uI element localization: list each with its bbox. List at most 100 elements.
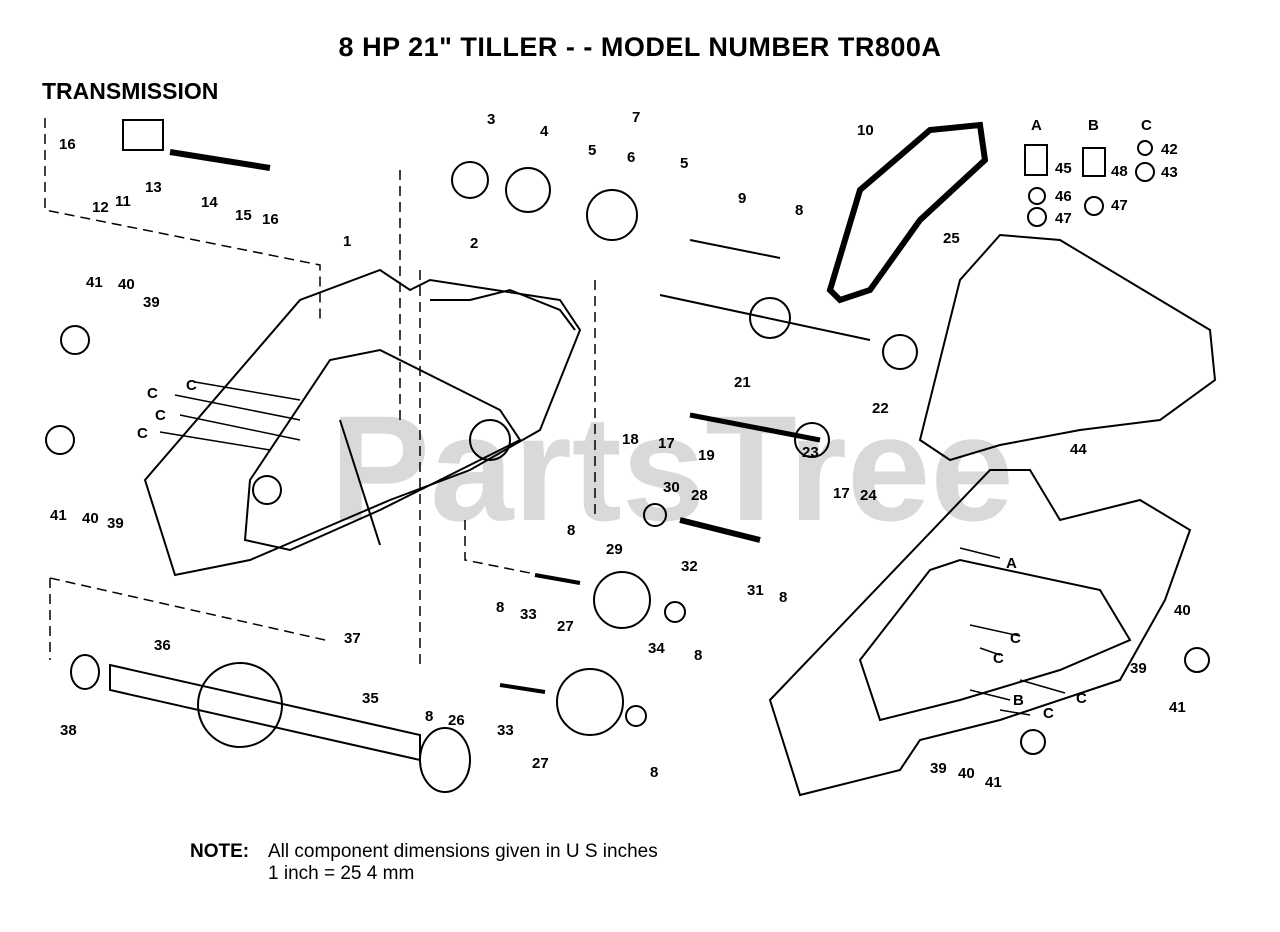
bushing-41-upper-right bbox=[1184, 647, 1210, 673]
callout-36: 36 bbox=[154, 637, 171, 654]
gear-28 bbox=[643, 503, 667, 527]
shaft-21 bbox=[659, 294, 871, 341]
callout-39: 39 bbox=[1130, 660, 1147, 677]
left-housing-half bbox=[143, 268, 582, 577]
callout-40: 40 bbox=[118, 276, 135, 293]
callout-8: 8 bbox=[650, 764, 658, 781]
callout-17: 17 bbox=[833, 485, 850, 502]
callout-C: C bbox=[1010, 630, 1021, 647]
callout-13: 13 bbox=[145, 179, 162, 196]
callout-C: C bbox=[1076, 690, 1087, 707]
callout-44: 44 bbox=[1070, 441, 1087, 458]
callout-12: 12 bbox=[92, 199, 109, 216]
callout-17: 17 bbox=[658, 435, 675, 452]
note-line-1: All component dimensions given in U S in… bbox=[268, 841, 658, 862]
callout-15: 15 bbox=[235, 207, 252, 224]
callout-45: 45 bbox=[1055, 160, 1072, 177]
callout-39: 39 bbox=[107, 515, 124, 532]
shaft-9 bbox=[689, 239, 781, 259]
housing-flange bbox=[430, 288, 576, 331]
lever-37 bbox=[339, 419, 381, 546]
callout-A: A bbox=[1006, 555, 1017, 572]
callout-8: 8 bbox=[496, 599, 504, 616]
section-title: TRANSMISSION bbox=[42, 78, 219, 104]
shaft-33-upper bbox=[534, 573, 581, 585]
housing-bore-left bbox=[252, 475, 282, 505]
callout-33: 33 bbox=[520, 606, 537, 623]
watermark-text: PartsTree bbox=[330, 384, 1014, 552]
callout-11: 11 bbox=[115, 193, 131, 210]
callout-40: 40 bbox=[82, 510, 99, 527]
page-title: 8 HP 21" TILLER - - MODEL NUMBER TR800A bbox=[338, 32, 942, 62]
callout-47: 47 bbox=[1055, 210, 1072, 227]
housing-bore-right bbox=[469, 419, 511, 461]
bushing-35 bbox=[419, 727, 471, 793]
bearing-49 bbox=[625, 705, 647, 727]
shaft-32 bbox=[679, 517, 761, 543]
callout-27: 27 bbox=[557, 618, 574, 635]
callout-40: 40 bbox=[958, 765, 975, 782]
callout-40: 40 bbox=[1174, 602, 1191, 619]
right-housing-half bbox=[768, 469, 1192, 797]
callout-26: 26 bbox=[448, 712, 465, 729]
callout-29: 29 bbox=[606, 541, 623, 558]
callout-24: 24 bbox=[860, 487, 877, 504]
callout-7: 7 bbox=[632, 109, 640, 126]
callout-5: 5 bbox=[680, 155, 688, 172]
callout-43: 43 bbox=[1161, 164, 1178, 181]
sprocket-3 bbox=[451, 161, 489, 199]
callout-2: 2 bbox=[470, 235, 478, 252]
callout-33: 33 bbox=[497, 722, 514, 739]
callout-39: 39 bbox=[930, 760, 947, 777]
bushing-38 bbox=[70, 654, 100, 690]
callout-18: 18 bbox=[622, 431, 639, 448]
callout-C: C bbox=[186, 377, 197, 394]
note-label: NOTE: bbox=[190, 841, 250, 862]
legend-column-B: B bbox=[1088, 117, 1099, 134]
callout-41: 41 bbox=[50, 507, 67, 524]
sprocket-4 bbox=[505, 167, 551, 213]
callout-30: 30 bbox=[663, 479, 680, 496]
callout-25: 25 bbox=[943, 230, 960, 247]
housing-inner-cavity bbox=[243, 348, 522, 552]
callout-41: 41 bbox=[985, 774, 1002, 791]
callout-C: C bbox=[993, 650, 1004, 667]
callout-22: 22 bbox=[872, 400, 889, 417]
callout-34: 34 bbox=[648, 640, 665, 657]
gear-27-lower bbox=[556, 668, 624, 736]
gear-23 bbox=[794, 422, 830, 458]
note-block: NOTE: All component dimensions given in U… bbox=[190, 841, 658, 885]
callout-14: 14 bbox=[201, 194, 218, 211]
bushing-41-upper-left bbox=[60, 325, 90, 355]
sprocket-36 bbox=[197, 662, 283, 748]
callout-C: C bbox=[137, 425, 148, 442]
callout-23: 23 bbox=[802, 444, 819, 461]
sprocket-6 bbox=[586, 189, 638, 241]
callout-9: 9 bbox=[738, 190, 746, 207]
callout-5: 5 bbox=[588, 142, 596, 159]
shaft-19 bbox=[689, 412, 821, 443]
callout-32: 32 bbox=[681, 558, 698, 575]
legend-column-A: A bbox=[1031, 117, 1042, 134]
callout-48: 48 bbox=[1111, 163, 1128, 180]
callout-3: 3 bbox=[487, 111, 495, 128]
callout-19: 19 bbox=[698, 447, 715, 464]
gasket bbox=[918, 233, 1217, 462]
callout-8: 8 bbox=[425, 708, 433, 725]
bushing-41-lower-right bbox=[1020, 729, 1046, 755]
bearing-34 bbox=[664, 601, 686, 623]
callout-8: 8 bbox=[567, 522, 575, 539]
callout-C: C bbox=[155, 407, 166, 424]
gear-27-upper bbox=[593, 571, 651, 629]
axle-36 bbox=[109, 663, 421, 762]
drive-chain bbox=[826, 121, 989, 304]
shift-rod-14 bbox=[169, 149, 271, 171]
callout-47: 47 bbox=[1111, 197, 1128, 214]
callout-4: 4 bbox=[540, 123, 549, 140]
callout-1: 1 bbox=[343, 233, 351, 250]
callout-21: 21 bbox=[734, 374, 751, 391]
callout-39: 39 bbox=[143, 294, 160, 311]
hardware-legend bbox=[1024, 140, 1155, 227]
callout-8: 8 bbox=[795, 202, 803, 219]
